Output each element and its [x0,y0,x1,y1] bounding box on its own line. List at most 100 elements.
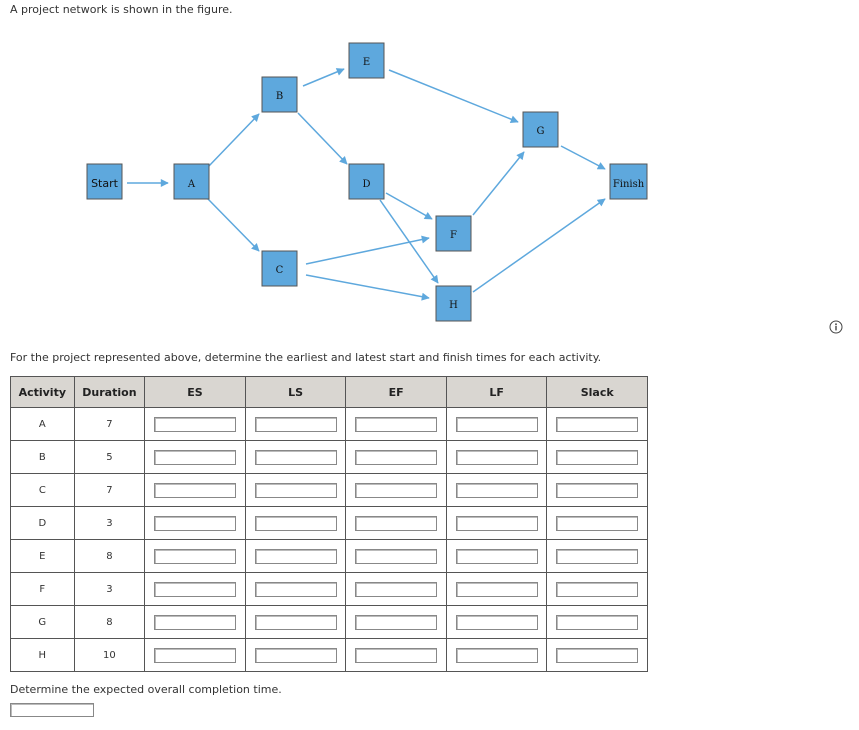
ls-input[interactable] [254,515,337,531]
edge-c-f [305,235,430,265]
node-g-label: G [537,126,545,137]
ef-input[interactable] [355,449,438,465]
es-input[interactable] [153,548,236,564]
edge-a-b [207,113,260,168]
lf-input[interactable] [455,614,538,630]
es-input[interactable] [153,647,236,663]
activity-cell: H [10,638,75,672]
ls-input[interactable] [254,581,337,597]
ef-input[interactable] [355,416,438,432]
header-es: ES [144,376,246,408]
lf-input[interactable] [455,647,538,663]
ef-input[interactable] [355,614,438,630]
activity-cell: G [10,605,75,639]
es-input[interactable] [153,482,236,498]
slack-cell [546,506,648,540]
node-a [173,163,210,200]
header-ls: LS [244,376,347,408]
project-network-diagram: Start A B C D E F G H Finish [86,42,648,322]
activity-cell: E [10,539,75,573]
ls-input[interactable] [254,482,337,498]
ls-cell [244,440,347,474]
slack-input[interactable] [556,416,639,432]
slack-cell [546,572,648,606]
slack-input[interactable] [556,581,639,597]
duration-cell: 3 [73,506,146,540]
ls-cell [244,407,347,441]
ls-input[interactable] [254,647,337,663]
node-b [261,76,298,113]
node-e-label: E [363,57,370,68]
header-slack: Slack [546,376,648,408]
slack-cell [546,605,648,639]
node-finish [609,163,648,200]
slack-input[interactable] [556,515,639,531]
lf-input[interactable] [455,482,538,498]
header-ef: EF [345,376,447,408]
slack-input[interactable] [556,548,639,564]
slack-cell [546,407,648,441]
es-input[interactable] [153,581,236,597]
ef-input[interactable] [355,482,438,498]
lf-cell [445,473,548,507]
duration-cell: 5 [73,440,146,474]
edge-f-g [472,151,525,216]
node-start [86,163,123,200]
slack-cell [546,440,648,474]
ls-input[interactable] [254,614,337,630]
es-input[interactable] [153,449,236,465]
node-start-label: Start [91,177,119,190]
ef-input[interactable] [355,515,438,531]
ls-input[interactable] [254,548,337,564]
duration-cell: 10 [73,638,146,672]
es-input[interactable] [153,515,236,531]
lf-cell [445,572,548,606]
ef-input[interactable] [355,548,438,564]
ef-cell [345,506,447,540]
es-input[interactable] [153,416,236,432]
completion-time-input[interactable] [10,703,94,717]
edge-b-e [302,68,345,87]
lf-input[interactable] [455,515,538,531]
ls-input[interactable] [254,449,337,465]
ef-input[interactable] [355,581,438,597]
header-lf: LF [445,376,548,408]
edge-b-d [297,112,348,165]
slack-input[interactable] [556,449,639,465]
es-input[interactable] [153,614,236,630]
edge-c-h [305,274,430,301]
activity-cell: A [10,407,75,441]
info-icon[interactable] [829,320,843,334]
node-f [435,215,472,252]
activity-cell: D [10,506,75,540]
edge-g-finish [560,145,606,170]
node-d [348,163,385,200]
ls-cell [244,605,347,639]
es-cell [144,605,246,639]
lf-input[interactable] [455,581,538,597]
slack-input[interactable] [556,614,639,630]
ef-cell [345,407,447,441]
slack-cell [546,473,648,507]
edge-h-finish [472,198,606,293]
edge-e-g [388,69,519,124]
lf-input[interactable] [455,449,538,465]
es-cell [144,440,246,474]
lf-input[interactable] [455,548,538,564]
lf-cell [445,605,548,639]
lf-cell [445,638,548,672]
slack-input[interactable] [556,482,639,498]
ls-cell [244,539,347,573]
ef-input[interactable] [355,647,438,663]
es-cell [144,539,246,573]
lf-input[interactable] [455,416,538,432]
ls-input[interactable] [254,416,337,432]
edge-a-c [207,198,260,252]
slack-input[interactable] [556,647,639,663]
completion-question: Determine the expected overall completio… [10,683,282,696]
